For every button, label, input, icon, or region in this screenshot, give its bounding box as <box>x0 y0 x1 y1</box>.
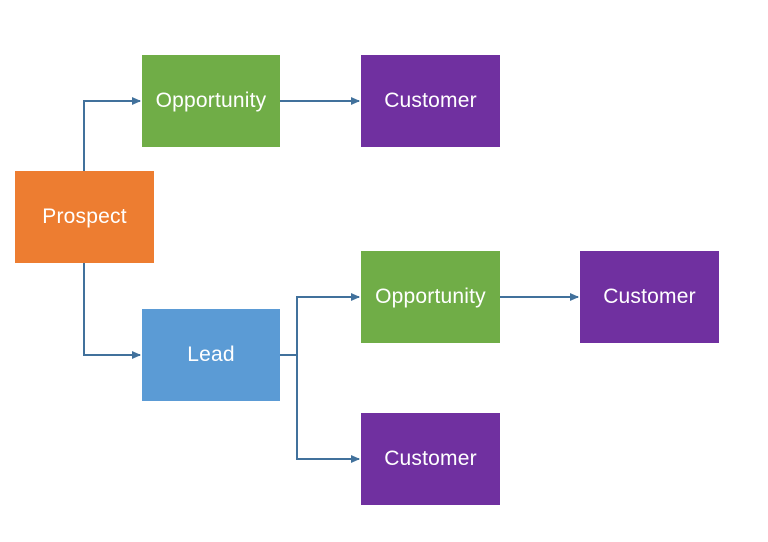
customer-box-top: Customer <box>361 55 500 147</box>
customer-box-bottom: Customer <box>361 413 500 505</box>
lead-box: Lead <box>142 309 280 401</box>
customer-label-bottom: Customer <box>384 447 477 470</box>
prospect-label: Prospect <box>42 205 127 228</box>
edge-prospect-to-opportunity-top <box>83 97 141 171</box>
opportunity-label-top: Opportunity <box>155 89 267 112</box>
edge-lead-to-opportunity-mid <box>296 293 360 355</box>
edge-prospect-to-lead <box>83 263 141 359</box>
customer-label-mid: Customer <box>603 285 696 308</box>
lead-label: Lead <box>187 343 235 366</box>
opportunity-box-top: Opportunity <box>142 55 280 147</box>
customer-label-top: Customer <box>384 89 477 112</box>
edge-lead-to-customer-bottom <box>296 355 360 463</box>
customer-box-mid: Customer <box>580 251 719 343</box>
opportunity-label-mid: Opportunity <box>375 285 486 308</box>
prospect-box: Prospect <box>15 171 154 263</box>
opportunity-box-mid: Opportunity <box>361 251 500 343</box>
